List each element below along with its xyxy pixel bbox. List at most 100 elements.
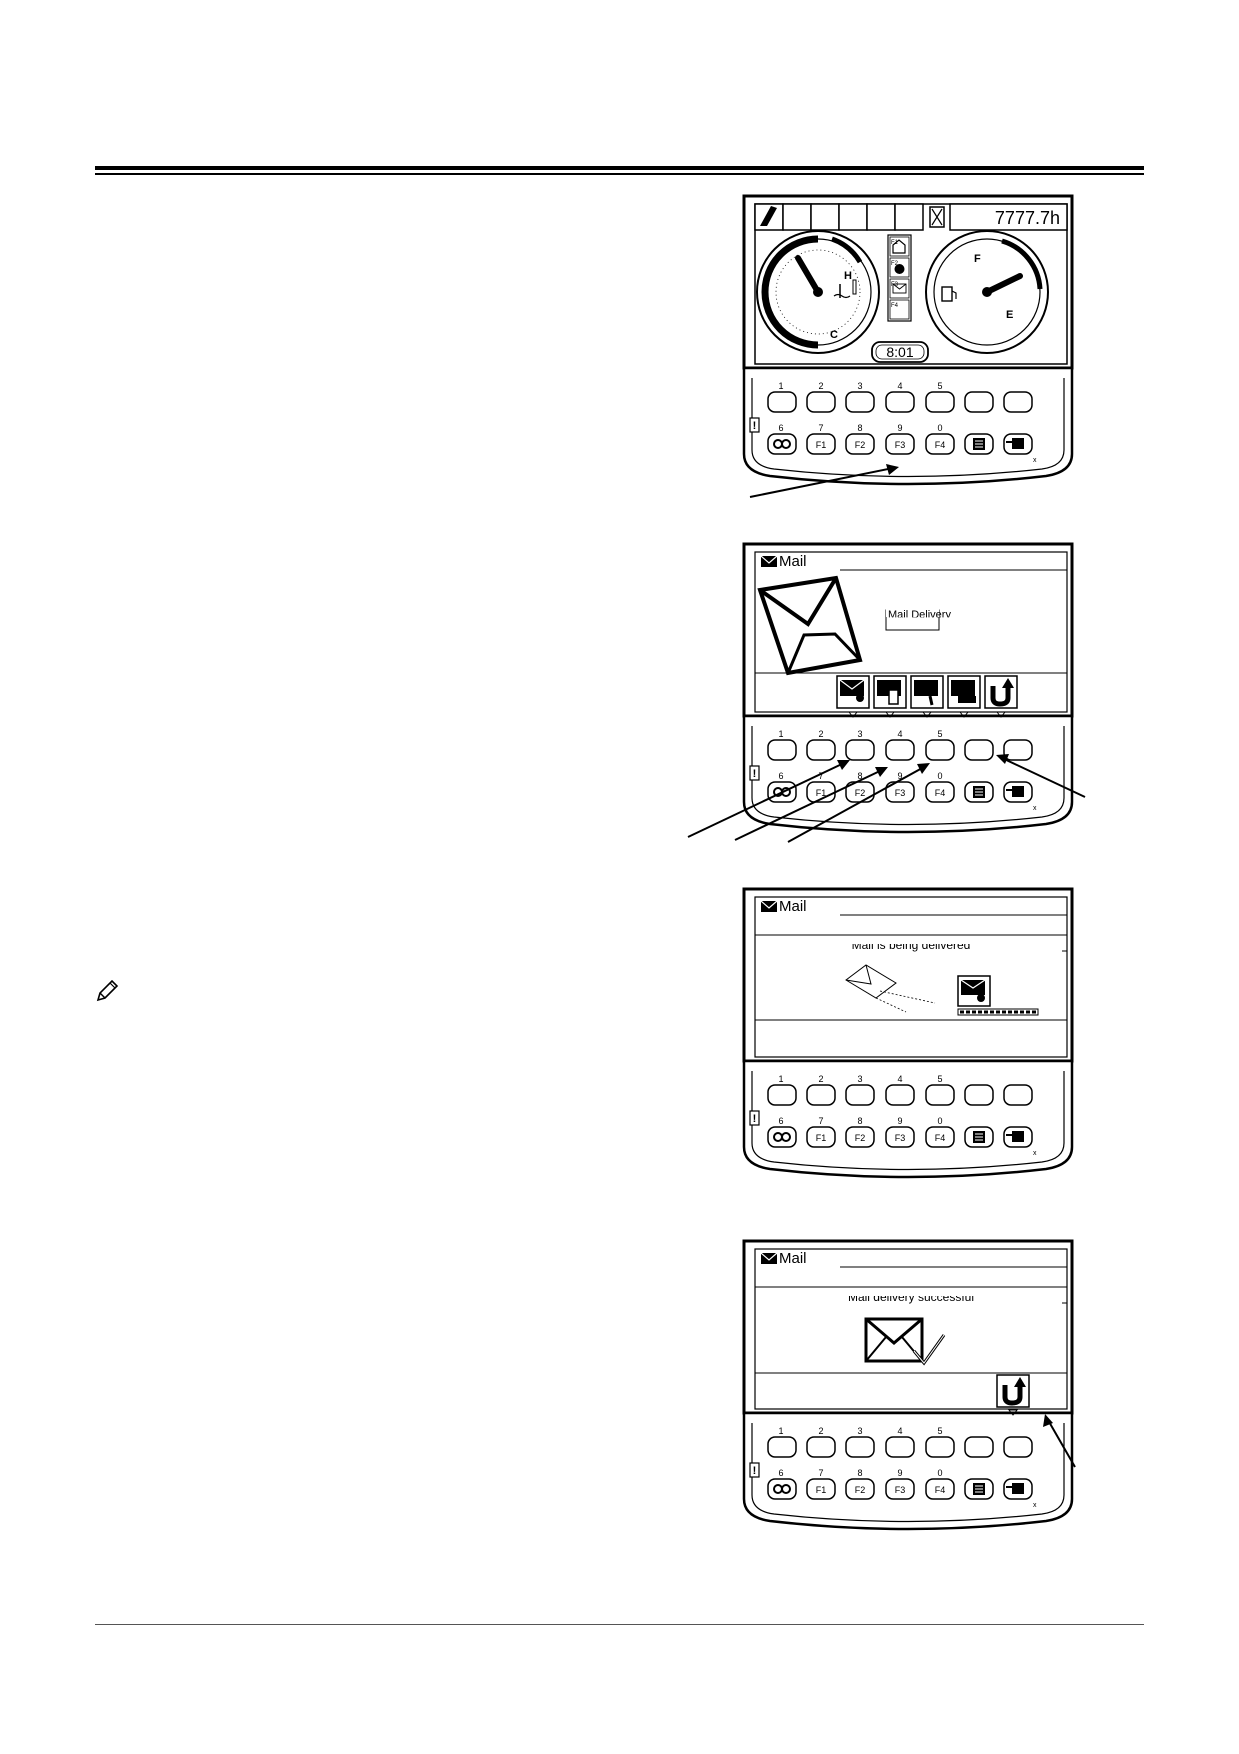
- svg-text:1: 1: [778, 1426, 783, 1436]
- mail-title-icon: [760, 555, 778, 567]
- key-5[interactable]: [925, 391, 955, 413]
- svg-text:F2: F2: [891, 261, 899, 267]
- function-indicator-column: F1 F2 F3 F4: [887, 234, 912, 322]
- key-1[interactable]: [767, 1084, 797, 1106]
- mail-menu-screen: Mail Mail Delivery 1 2 3 4 5: [740, 540, 1076, 838]
- key-blank-a[interactable]: [964, 391, 994, 413]
- key-f1[interactable]: [806, 1478, 836, 1500]
- key-blank-b[interactable]: [1003, 1436, 1033, 1458]
- key-5[interactable]: [925, 1436, 955, 1458]
- svg-text:2: 2: [818, 1074, 823, 1084]
- svg-text:8: 8: [857, 771, 862, 781]
- svg-text:1: 1: [778, 1074, 783, 1084]
- svg-text:F1: F1: [816, 440, 827, 450]
- svg-text:F2: F2: [855, 788, 866, 798]
- pointer-arrows-mail-keys: [687, 754, 1086, 843]
- svg-text:4: 4: [897, 1074, 902, 1084]
- key-f2[interactable]: [845, 1126, 875, 1148]
- key-3[interactable]: [845, 739, 875, 761]
- svg-text:0: 0: [937, 1468, 942, 1478]
- key-f4[interactable]: [925, 1126, 955, 1148]
- key-f1[interactable]: [806, 1126, 836, 1148]
- key-f2[interactable]: [845, 1478, 875, 1500]
- key-2[interactable]: [806, 739, 836, 761]
- key-f4[interactable]: [925, 781, 955, 803]
- key-3[interactable]: [845, 1084, 875, 1106]
- screen-title: Mail: [779, 1250, 807, 1267]
- key-blank-b[interactable]: [1003, 1084, 1033, 1106]
- key-f4[interactable]: [925, 1478, 955, 1500]
- svg-text:3: 3: [857, 729, 862, 739]
- key-blank-b[interactable]: [1003, 391, 1033, 413]
- key-1[interactable]: [767, 391, 797, 413]
- clock-display: 8:01: [886, 344, 913, 360]
- svg-text:x: x: [1033, 1502, 1037, 1509]
- temp-high-label: H: [844, 270, 852, 282]
- key-4[interactable]: [885, 739, 915, 761]
- svg-text:x: x: [1033, 805, 1037, 812]
- svg-text:F4: F4: [891, 303, 899, 309]
- svg-text:7: 7: [818, 1468, 823, 1478]
- keypad: 1 2 3 4 5 ! 6 7 8 9 0 F1 F2 F3 F4 x: [749, 1426, 1037, 1509]
- svg-text:2: 2: [818, 1426, 823, 1436]
- svg-text:3: 3: [857, 381, 862, 391]
- warning-icon: [749, 1110, 760, 1126]
- key-f4[interactable]: [925, 433, 955, 455]
- svg-text:F4: F4: [935, 1133, 946, 1143]
- svg-text:9: 9: [897, 423, 902, 433]
- return-icon[interactable]: [996, 1374, 1030, 1416]
- note-pencil-icon: [96, 979, 119, 1002]
- key-5[interactable]: [925, 739, 955, 761]
- status-bar: 7777.7h: [754, 203, 1068, 231]
- svg-text:4: 4: [897, 1426, 902, 1436]
- header-rule-thin: [95, 173, 1144, 175]
- svg-text:2: 2: [818, 381, 823, 391]
- key-f3[interactable]: [885, 781, 915, 803]
- svg-text:9: 9: [897, 1468, 902, 1478]
- svg-text:F3: F3: [895, 440, 906, 450]
- key-f3[interactable]: [885, 433, 915, 455]
- key-2[interactable]: [806, 1436, 836, 1458]
- key-3[interactable]: [845, 391, 875, 413]
- key-blank-a[interactable]: [964, 739, 994, 761]
- key-2[interactable]: [806, 391, 836, 413]
- svg-text:F3: F3: [891, 282, 899, 288]
- svg-text:!: !: [753, 1465, 757, 1477]
- svg-text:6: 6: [778, 423, 783, 433]
- mail-send-icon: [957, 975, 991, 1007]
- key-3[interactable]: [845, 1436, 875, 1458]
- fuel-gauge: F E: [925, 230, 1049, 354]
- svg-text:x: x: [1033, 457, 1037, 464]
- key-5[interactable]: [925, 1084, 955, 1106]
- key-1[interactable]: [767, 739, 797, 761]
- key-f3[interactable]: [885, 1126, 915, 1148]
- mail-title-icon: [760, 1252, 778, 1264]
- key-f1[interactable]: [806, 433, 836, 455]
- key-4[interactable]: [885, 1436, 915, 1458]
- delivery-progress-bar: [957, 1008, 1039, 1016]
- svg-text:F4: F4: [935, 440, 946, 450]
- svg-text:F1: F1: [816, 788, 827, 798]
- header-rule-thick: [95, 166, 1144, 170]
- key-blank-b[interactable]: [1003, 739, 1033, 761]
- key-blank-a[interactable]: [964, 1084, 994, 1106]
- svg-text:0: 0: [937, 771, 942, 781]
- coolant-temperature-icon: [833, 279, 857, 299]
- keypad: 1 2 3 4 5 ! 6 7 8 9 0 F1 F2 F3 F4 x: [749, 729, 1037, 812]
- key-f2[interactable]: [845, 433, 875, 455]
- svg-text:9: 9: [897, 1116, 902, 1126]
- svg-text:6: 6: [778, 1468, 783, 1478]
- key-blank-a[interactable]: [964, 1436, 994, 1458]
- svg-text:F1: F1: [891, 240, 899, 246]
- svg-text:1: 1: [778, 381, 783, 391]
- svg-text:9: 9: [897, 771, 902, 781]
- warning-icon: [749, 765, 760, 781]
- key-1[interactable]: [767, 1436, 797, 1458]
- key-4[interactable]: [885, 391, 915, 413]
- key-f3[interactable]: [885, 1478, 915, 1500]
- footer-rule: [95, 1624, 1144, 1625]
- key-4[interactable]: [885, 1084, 915, 1106]
- flying-envelope-icon: [845, 964, 936, 1013]
- svg-text:F2: F2: [855, 1485, 866, 1495]
- key-2[interactable]: [806, 1084, 836, 1106]
